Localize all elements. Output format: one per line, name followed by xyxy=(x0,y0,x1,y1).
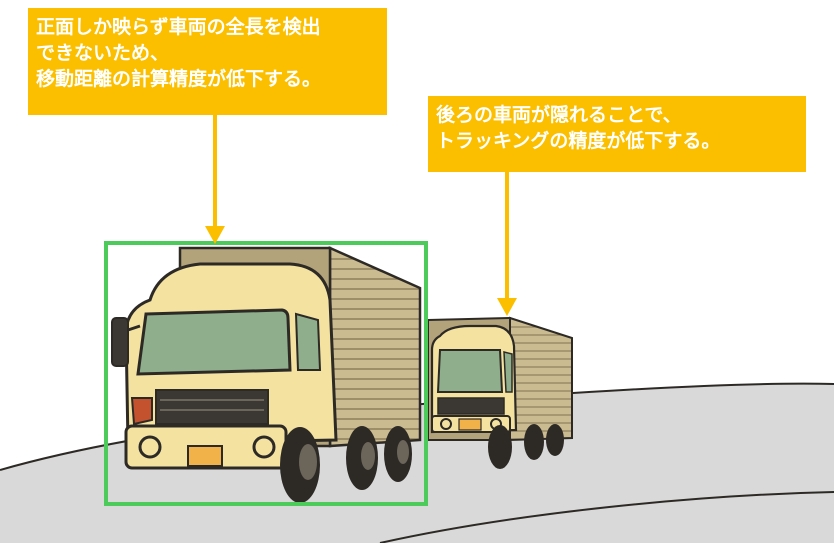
callout-text-line: 正面しか映らず車両の全長を検出 xyxy=(36,16,321,38)
truck-front-icon xyxy=(111,246,422,503)
callout-occlusion-issue: 後ろの車両が隠れることで、 トラッキングの精度が低下する。 xyxy=(428,96,806,172)
callout-front-view-issue: 正面しか映らず車両の全長を検出 できないため、 移動距離の計算精度が低下する。 xyxy=(28,8,387,115)
callout-text-line: できないため、 xyxy=(36,42,170,64)
detection-box xyxy=(104,241,428,506)
callout-text-line: 後ろの車両が隠れることで、 xyxy=(436,104,682,126)
arrow-down-icon xyxy=(205,115,225,244)
truck-rear-icon xyxy=(427,316,573,469)
arrow-down-icon xyxy=(497,172,517,316)
callout-text-line: 移動距離の計算精度が低下する。 xyxy=(36,68,322,90)
road-edge-lower xyxy=(379,491,834,543)
callout-text-line: トラッキングの精度が低下する。 xyxy=(436,130,721,152)
